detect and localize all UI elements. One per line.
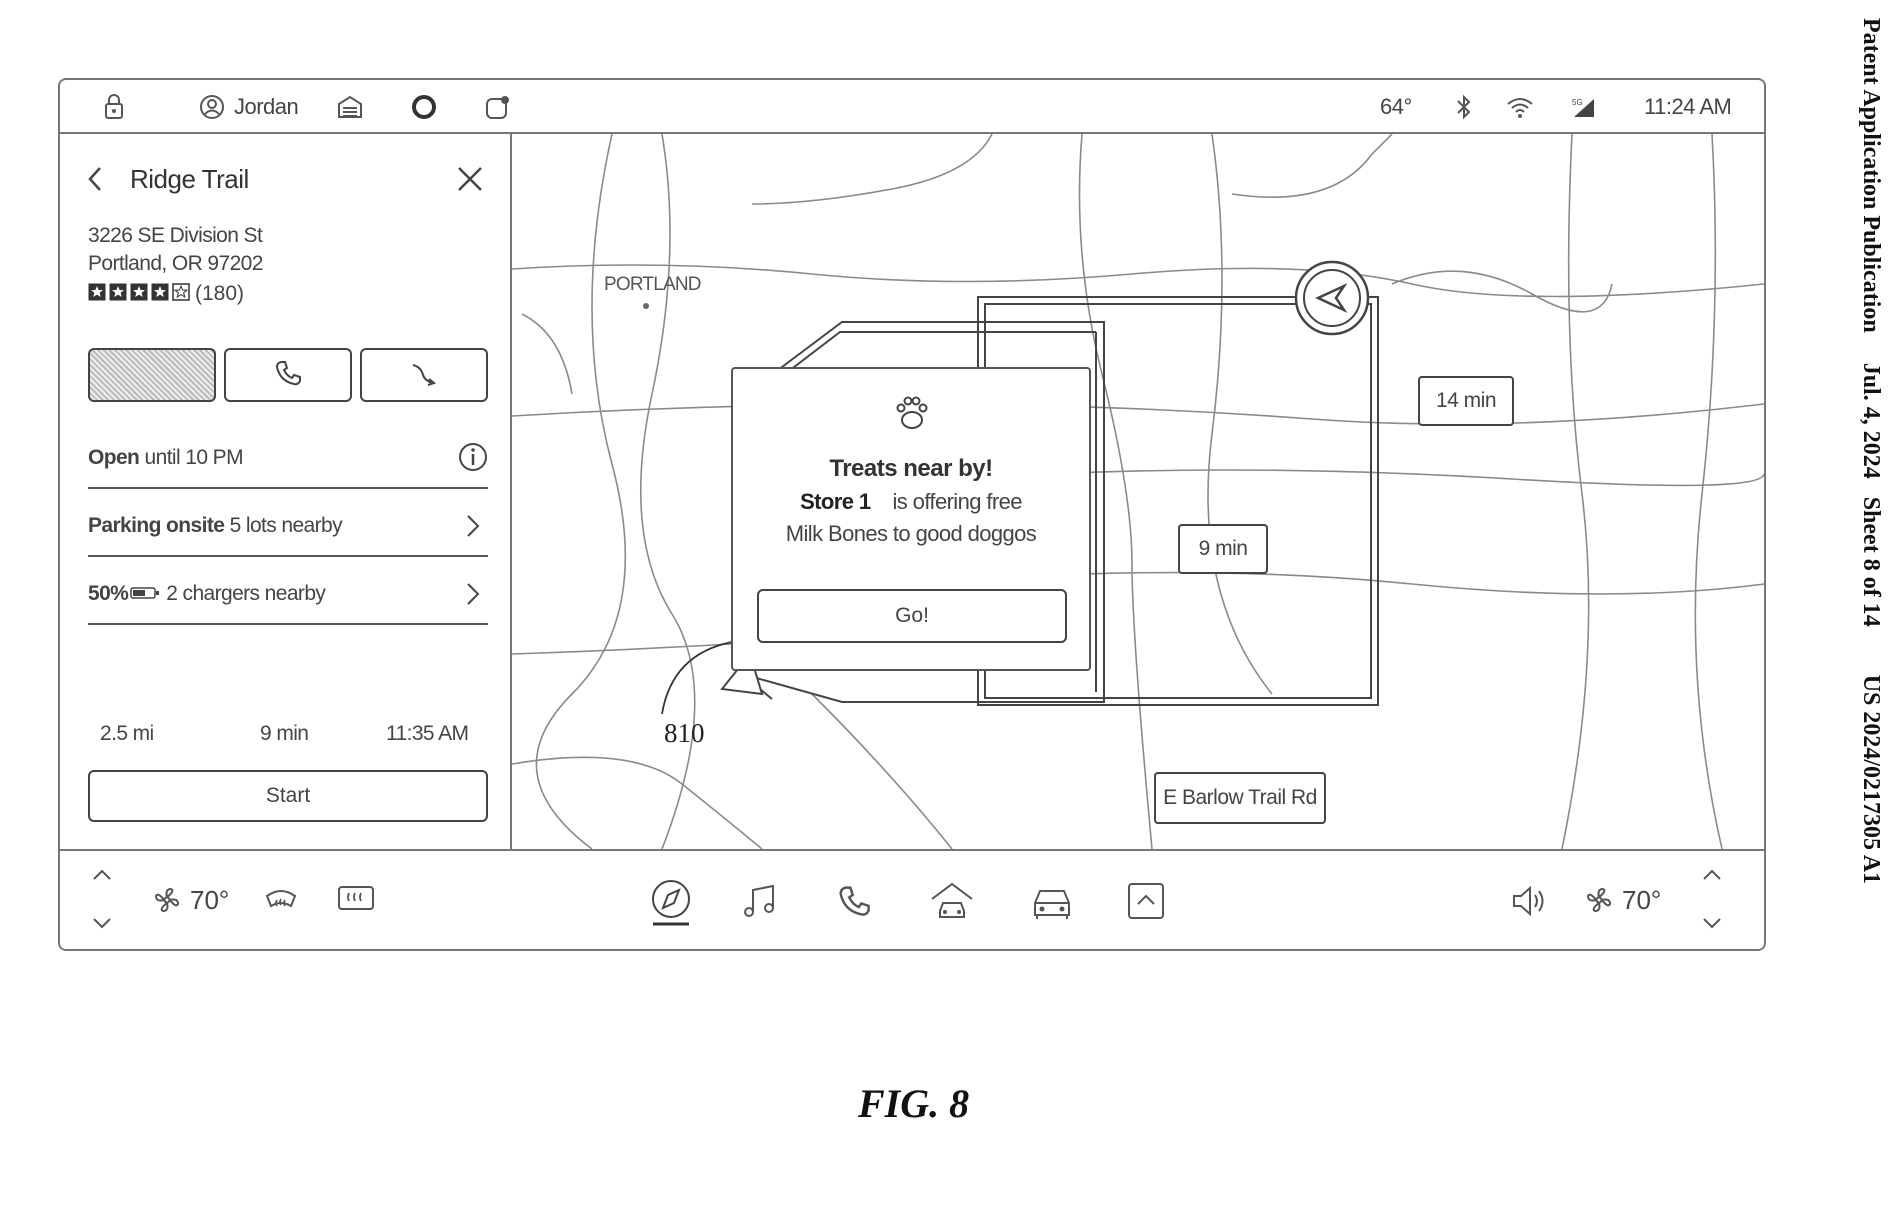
- star-icon: [88, 283, 106, 306]
- open-label: Open: [88, 446, 140, 469]
- patent-header-text: Patent Application Publication Jul. 4, 2…: [1858, 18, 1884, 885]
- city-label: PORTLAND: [604, 274, 702, 295]
- chevron-up-icon[interactable]: [1700, 865, 1724, 885]
- star-empty-icon: [172, 282, 190, 306]
- wifi-icon[interactable]: [1506, 93, 1534, 121]
- rating: (180): [88, 282, 244, 306]
- user-profile-icon[interactable]: [198, 93, 226, 121]
- vehicle-position-icon[interactable]: [1292, 258, 1372, 338]
- trip-time: 9 min: [260, 722, 309, 745]
- phone-icon: [274, 359, 302, 392]
- clock: 11:24 AM: [1644, 94, 1732, 119]
- status-bar: Jordan 64° 5G 11:24 AM: [60, 80, 1764, 134]
- patent-header: Patent Application Publication Jul. 4, 2…: [1840, 18, 1900, 1218]
- driver-temperature[interactable]: 70°: [190, 885, 230, 915]
- route-arrow-icon: [409, 359, 439, 392]
- divider: [88, 555, 488, 557]
- street-label: E Barlow Trail Rd: [1154, 772, 1326, 824]
- phone-icon[interactable]: [834, 881, 874, 921]
- infotainment-screen: Jordan 64° 5G 11:24 AM Ridge Trail 32: [58, 78, 1766, 951]
- fan-icon[interactable]: [152, 885, 182, 915]
- route-time-bubble[interactable]: 9 min: [1178, 524, 1268, 574]
- destination-panel: Ridge Trail 3226 SE Division St Portland…: [60, 134, 512, 849]
- parking-row[interactable]: Parking onsite 5 lots nearby: [88, 514, 343, 538]
- charge-label: 50%: [88, 582, 129, 605]
- rear-defrost-icon[interactable]: [336, 883, 376, 915]
- lock-icon[interactable]: [100, 93, 128, 121]
- parking-label: Parking onsite: [88, 514, 225, 537]
- parking-detail: 5 lots nearby: [229, 514, 343, 537]
- navigation-compass-icon[interactable]: [646, 877, 696, 927]
- popup-message-line2: Milk Bones to good doggos: [785, 521, 1037, 546]
- chevron-right-icon[interactable]: [464, 580, 482, 608]
- star-icon: [109, 283, 127, 306]
- popup-title: Treats near by!: [829, 455, 993, 482]
- start-button[interactable]: Start: [88, 770, 488, 822]
- chevron-right-icon[interactable]: [464, 512, 482, 540]
- call-button[interactable]: [224, 348, 352, 402]
- home-garage-icon[interactable]: [928, 879, 976, 923]
- rating-count: (180): [195, 282, 245, 305]
- map-view[interactable]: PORTLAND 14 min 9 min E Barlow Trail Rd …: [511, 133, 1764, 850]
- paw-icon: [892, 393, 932, 433]
- trip-distance: 2.5 mi: [100, 722, 154, 745]
- battery-icon: [130, 582, 160, 606]
- charging-row[interactable]: 50% 2 chargers nearby: [88, 582, 326, 606]
- hours-row: Open until 10 PM: [88, 446, 244, 470]
- address-line-1: 3226 SE Division St: [88, 224, 263, 247]
- popup-message-line1: Store 1 is offering free: [733, 489, 1089, 515]
- garage-icon[interactable]: [336, 93, 364, 121]
- close-icon[interactable]: [455, 164, 485, 194]
- outside-temperature: 64°: [1380, 94, 1412, 119]
- back-icon[interactable]: [86, 164, 106, 194]
- fan-icon[interactable]: [1584, 885, 1614, 915]
- volume-icon[interactable]: [1510, 881, 1550, 921]
- vehicle-controls-icon[interactable]: [1028, 879, 1076, 923]
- destination-title: Ridge Trail: [130, 164, 249, 194]
- figure-label: FIG. 8: [858, 1081, 970, 1126]
- app-drawer-icon[interactable]: [1126, 881, 1166, 921]
- store-name[interactable]: Store 1: [800, 489, 871, 514]
- address-line-2: Portland, OR 97202: [88, 252, 263, 275]
- info-icon[interactable]: [458, 442, 488, 472]
- cellular-signal-icon: 5G: [1570, 93, 1598, 121]
- reference-numeral: 810: [664, 718, 705, 748]
- music-icon[interactable]: [740, 881, 780, 921]
- star-icon: [151, 283, 169, 306]
- front-defrost-icon[interactable]: [263, 883, 299, 915]
- chevron-down-icon[interactable]: [90, 913, 114, 933]
- star-icon: [130, 283, 148, 306]
- divider: [88, 487, 488, 489]
- chevron-down-icon[interactable]: [1700, 913, 1724, 933]
- charge-detail: 2 chargers nearby: [166, 582, 326, 605]
- voice-assistant-icon[interactable]: [410, 93, 438, 121]
- notification-icon[interactable]: [484, 93, 512, 121]
- bluetooth-icon[interactable]: [1450, 93, 1478, 121]
- directions-button[interactable]: [360, 348, 488, 402]
- divider: [88, 623, 488, 625]
- user-name[interactable]: Jordan: [234, 94, 299, 119]
- go-button[interactable]: Go!: [757, 589, 1067, 643]
- trip-arrival: 11:35 AM: [386, 722, 469, 745]
- chevron-up-icon[interactable]: [90, 865, 114, 885]
- passenger-temperature[interactable]: 70°: [1622, 885, 1662, 915]
- svg-text:5G: 5G: [1572, 98, 1583, 107]
- open-detail: until 10 PM: [144, 446, 244, 469]
- route-time-bubble[interactable]: 14 min: [1418, 376, 1514, 426]
- popup-message-text: is offering free: [892, 489, 1022, 514]
- climate-media-bar: 70° 70°: [60, 849, 1764, 949]
- place-photo-button[interactable]: [88, 348, 216, 402]
